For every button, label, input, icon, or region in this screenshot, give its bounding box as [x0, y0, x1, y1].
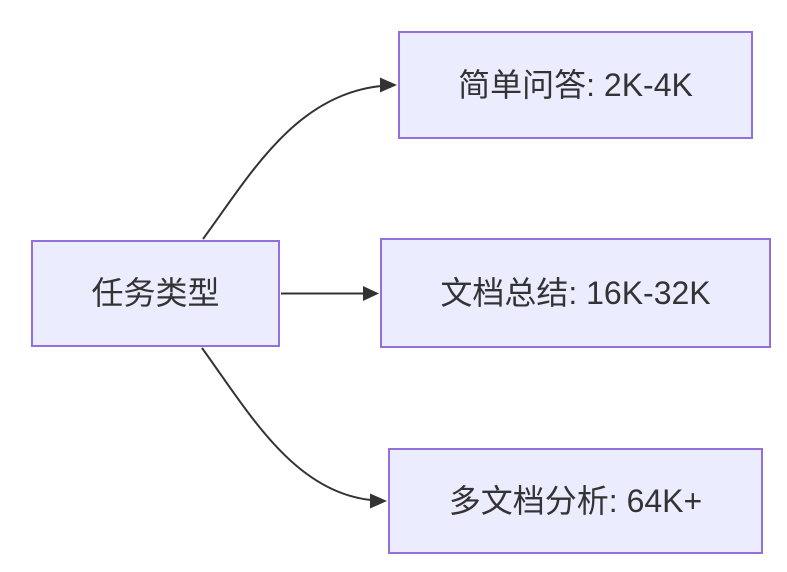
edge-task-type-to-multi-doc [201, 347, 372, 501]
node-simple-qa: 简单问答: 2K-4K [398, 31, 753, 139]
node-task-type: 任务类型 [31, 240, 280, 347]
arrowhead-icon [363, 286, 379, 301]
node-doc-summary-label: 文档总结: 16K-32K [440, 274, 711, 311]
arrowhead-icon [370, 493, 387, 509]
node-task-type-label: 任务类型 [91, 275, 220, 312]
node-multi-doc: 多文档分析: 64K+ [388, 448, 763, 554]
edge-task-type-to-simple-qa [202, 85, 382, 240]
arrowhead-icon [380, 77, 397, 93]
node-multi-doc-label: 多文档分析: 64K+ [448, 482, 703, 519]
node-simple-qa-label: 简单问答: 2K-4K [458, 66, 693, 103]
node-doc-summary: 文档总结: 16K-32K [380, 238, 771, 348]
